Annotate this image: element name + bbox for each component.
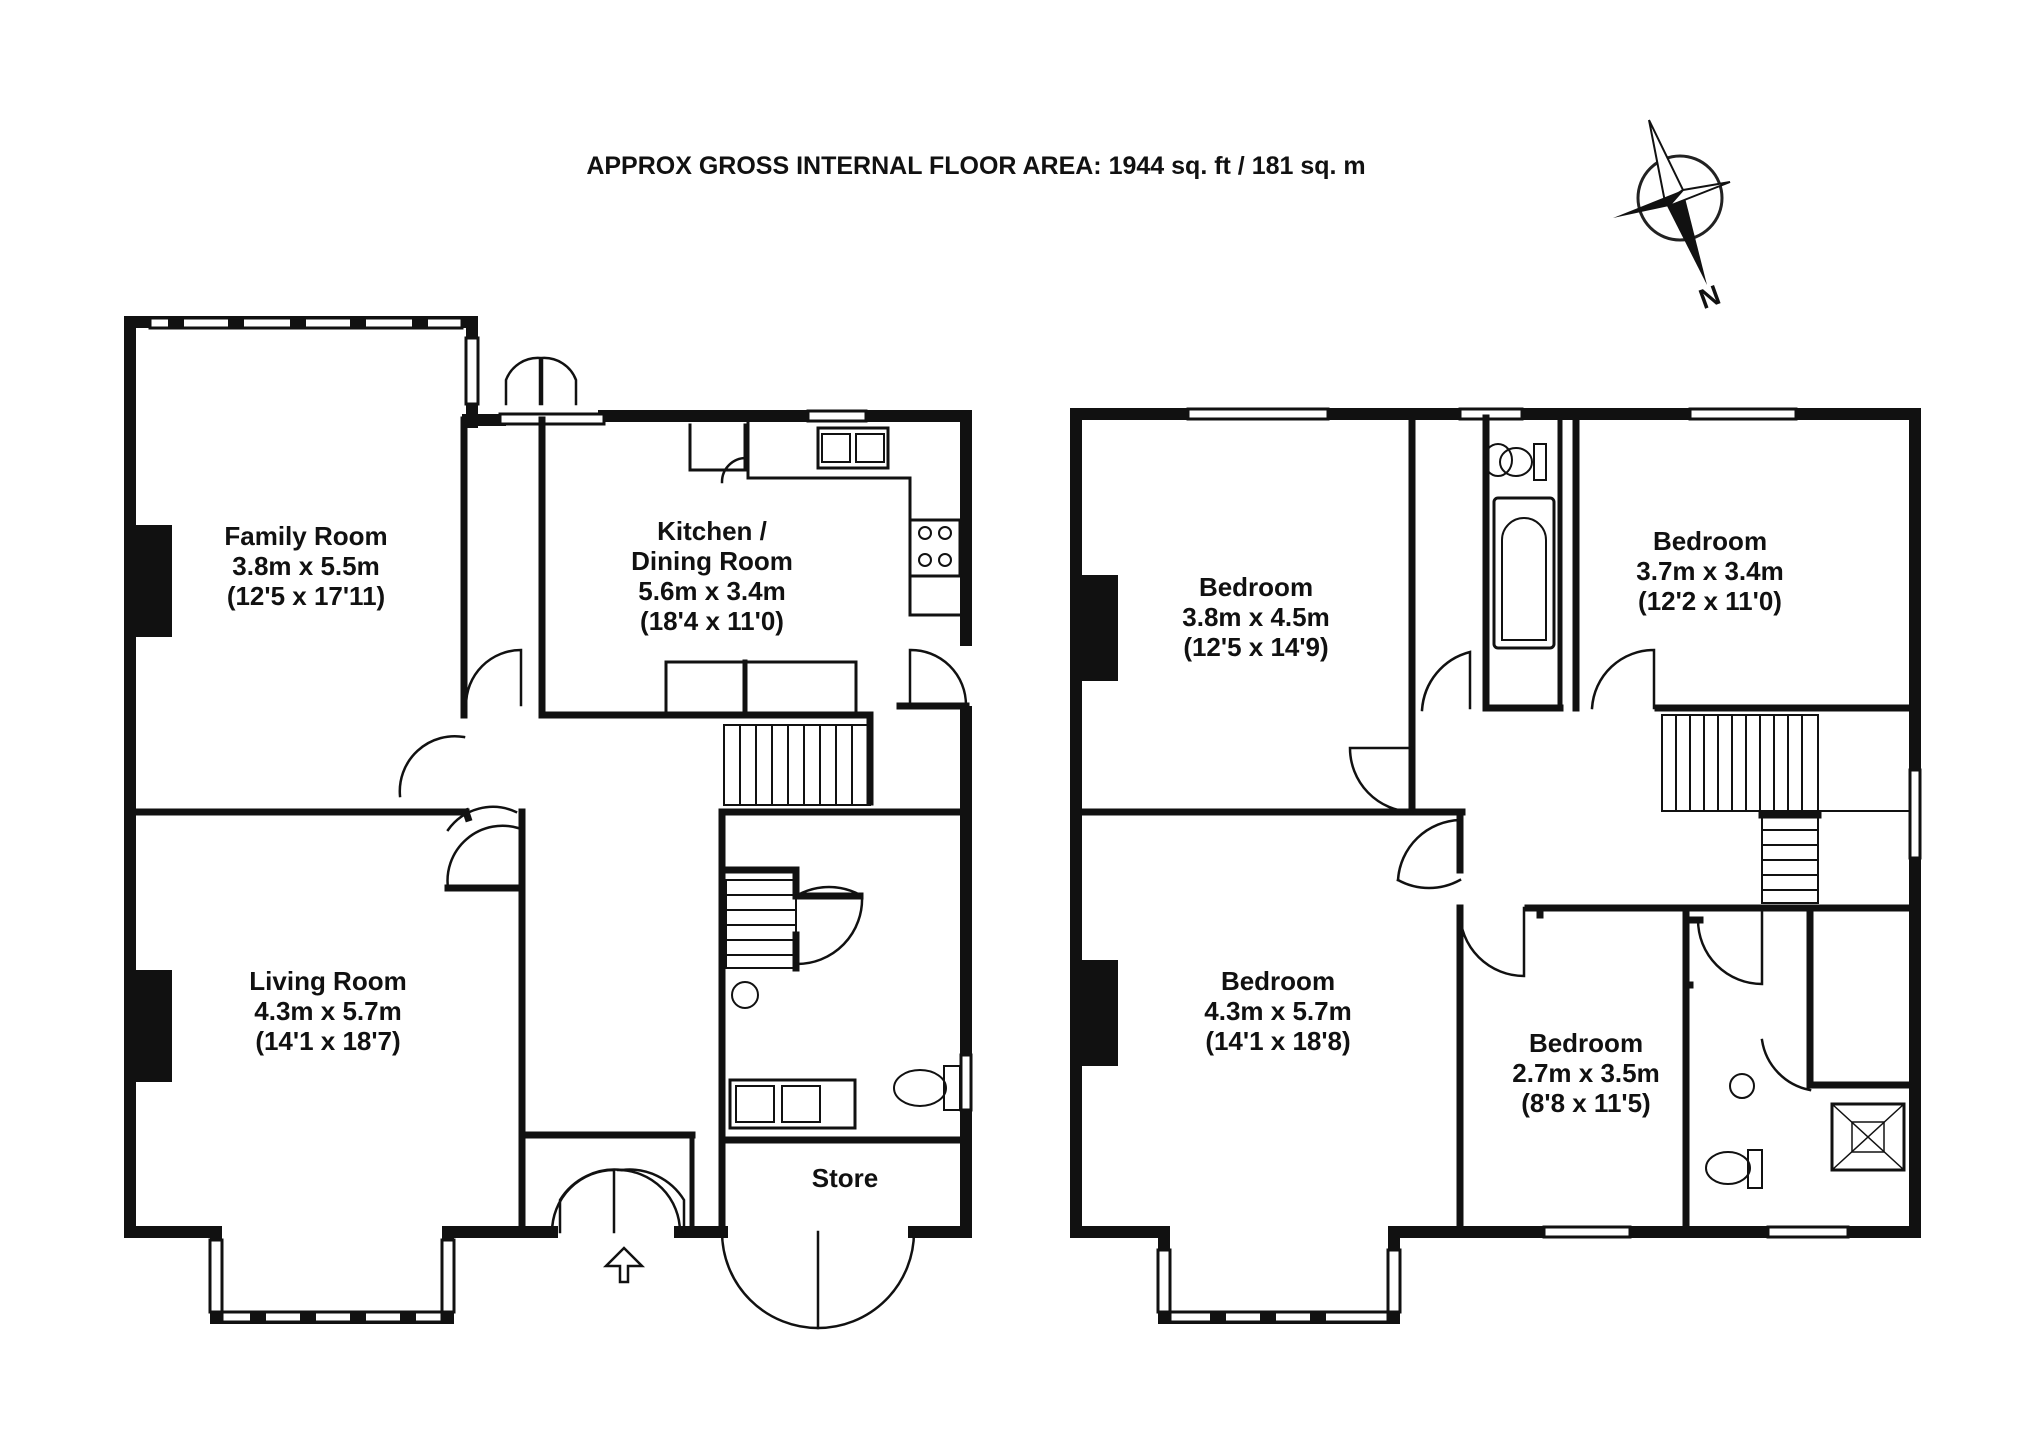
family-room-metric: 3.8m x 5.5m (232, 551, 379, 581)
bedroom-3-imperial: (14'1 x 18'8) (1205, 1026, 1350, 1056)
living-room-metric: 4.3m x 5.7m (254, 996, 401, 1026)
bedroom-4-name: Bedroom (1529, 1028, 1643, 1058)
bedroom-4-imperial: (8'8 x 11'5) (1521, 1088, 1650, 1118)
store-name: Store (812, 1163, 878, 1193)
bedroom-2-imperial: (12'2 x 11'0) (1638, 586, 1782, 616)
bedroom-1-metric: 3.8m x 4.5m (1182, 602, 1329, 632)
family-room-imperial: (12'5 x 17'11) (227, 581, 385, 611)
first-floor-plan (1070, 407, 1922, 1324)
bedroom-2-metric: 3.7m x 3.4m (1636, 556, 1783, 586)
bedroom-1-name: Bedroom (1199, 572, 1313, 602)
compass-icon: N (1613, 119, 1731, 315)
living-room-imperial: (14'1 x 18'7) (255, 1026, 400, 1056)
bedroom-3-name: Bedroom (1221, 966, 1335, 996)
kitchen-name-line2: Dining Room (631, 546, 793, 576)
ground-floor-labels: Family Room 3.8m x 5.5m (12'5 x 17'11) K… (224, 516, 878, 1193)
bedroom-4-metric: 2.7m x 3.5m (1512, 1058, 1659, 1088)
floor-area-title: APPROX GROSS INTERNAL FLOOR AREA: 1944 s… (586, 152, 1365, 180)
first-floor-labels: Bedroom 3.8m x 4.5m (12'5 x 14'9) Bedroo… (1182, 526, 1783, 1118)
bedroom-3-metric: 4.3m x 5.7m (1204, 996, 1351, 1026)
kitchen-metric: 5.6m x 3.4m (638, 576, 785, 606)
living-room-name: Living Room (249, 966, 406, 996)
compass-north-label: N (1695, 279, 1725, 315)
kitchen-imperial: (18'4 x 11'0) (640, 606, 784, 636)
bedroom-2-name: Bedroom (1653, 526, 1767, 556)
bedroom-1-imperial: (12'5 x 14'9) (1183, 632, 1328, 662)
kitchen-name-line1: Kitchen / (657, 516, 767, 546)
family-room-name: Family Room (224, 521, 387, 551)
ground-floor-plan (124, 316, 973, 1330)
